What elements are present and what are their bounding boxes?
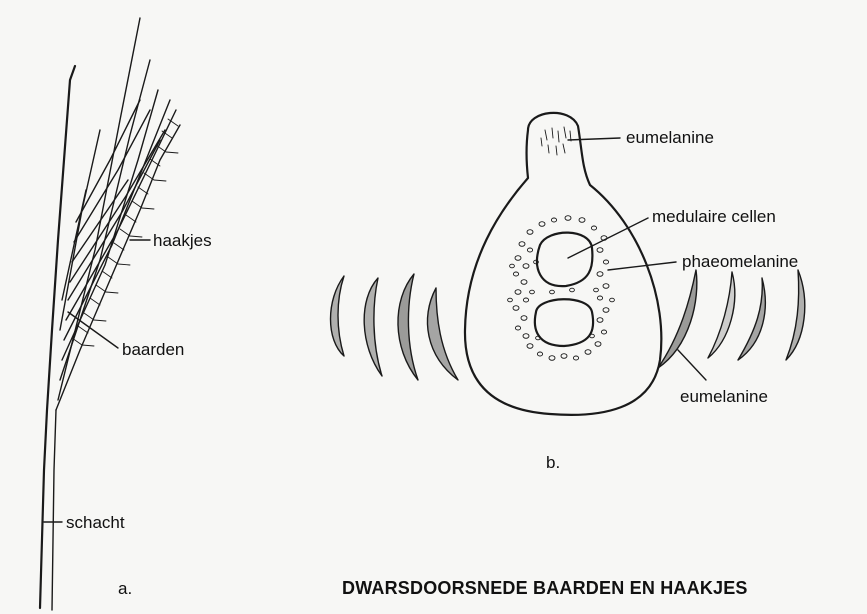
label-eumelanine-top: eumelanine xyxy=(626,128,714,147)
label-baarden: baarden xyxy=(122,340,184,359)
barbule-sections-left xyxy=(331,274,459,380)
medullary-cell-upper xyxy=(537,233,592,287)
label-panel-a: a. xyxy=(118,579,132,598)
feather-shaft-inner xyxy=(52,410,56,610)
phaeomelanine-granules xyxy=(508,216,615,361)
pointer-eumelanine-top xyxy=(568,138,620,140)
label-phaeomelanine: phaeomelanine xyxy=(682,252,798,271)
pointer-eumelanine-bottom xyxy=(678,350,706,380)
pointer-medulaire-cellen xyxy=(568,218,648,258)
eumelanine-neck-hatching xyxy=(541,127,571,155)
label-schacht: schacht xyxy=(66,513,125,532)
label-medulaire-cellen: medulaire cellen xyxy=(652,207,776,226)
feather-vane-edge xyxy=(56,125,180,410)
label-haakjes: haakjes xyxy=(153,231,212,250)
label-eumelanine-bottom: eumelanine xyxy=(680,387,768,406)
barb-outline xyxy=(465,113,661,415)
barbule-sections-right xyxy=(658,270,805,368)
figure-title: DWARSDOORSNEDE BAARDEN EN HAAKJES xyxy=(342,578,748,598)
medullary-cell-lower xyxy=(535,299,593,346)
label-panel-b: b. xyxy=(546,453,560,472)
pointer-phaeomelanine xyxy=(608,262,676,270)
